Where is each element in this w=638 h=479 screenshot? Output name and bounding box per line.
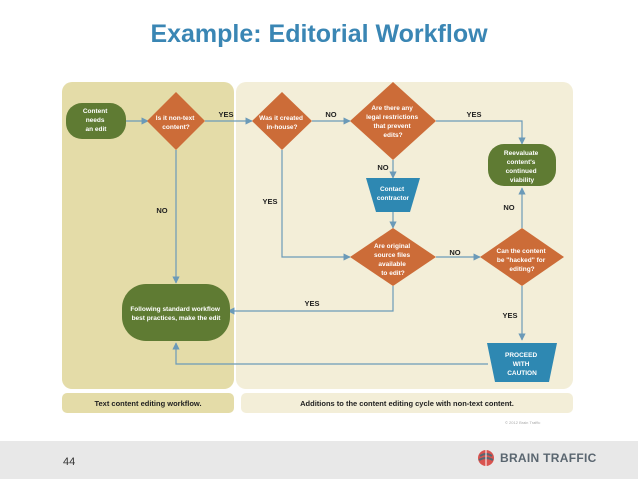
start-node (66, 103, 126, 139)
edge-label-inhouse-no: NO (325, 110, 336, 119)
edge-legal-yes (436, 120, 526, 145)
edge-label-legal-no: NO (377, 163, 388, 172)
decision-legal (350, 82, 436, 160)
nontext-label: Is it non-text content? (156, 115, 196, 131)
hacked-label: Can the content be "hacked" for editing? (497, 248, 548, 273)
edge-label-source-no: NO (449, 248, 460, 257)
proceed-label: PROCEED WITH CAUTION (505, 352, 539, 377)
reevaluate-label: Reevaluate content's continued viability (504, 150, 540, 184)
page-number: 44 (63, 456, 76, 468)
brand-logo: BRAIN TRAFFIC (477, 449, 597, 467)
brain-globe-icon (478, 450, 494, 466)
left-caption: Text content editing workflow. (94, 399, 201, 408)
workflow-diagram: Content needs an edit Is it non-text con… (62, 82, 573, 413)
legal-label: Are there any legal restrictions that pr… (366, 105, 420, 139)
connectors (126, 117, 526, 365)
decision-hacked (480, 228, 564, 286)
edge-label-legal-yes: YES (466, 110, 481, 119)
edge-label-nontext-no: NO (156, 206, 167, 215)
right-caption: Additions to the content editing cycle w… (300, 399, 514, 408)
edge-label-hacked-yes: YES (502, 311, 517, 320)
decision-nontext (147, 92, 205, 150)
standard-workflow-node (122, 284, 230, 341)
reevaluate-node (488, 144, 556, 186)
edge-label-source-yes: YES (304, 299, 319, 308)
edge-label-reevaluate-no: NO (503, 203, 514, 212)
contact-contractor-node (366, 178, 420, 212)
contact-label: Contact contractor (377, 186, 410, 202)
decision-source (350, 228, 436, 286)
decision-inhouse (252, 92, 312, 150)
edge-proceed-back (172, 342, 488, 365)
edge-label-inhouse-yes: YES (262, 197, 277, 206)
edge-inhouse-yes (281, 150, 351, 261)
start-label: Content needs an edit (83, 108, 109, 133)
brand-name: BRAIN TRAFFIC (500, 451, 597, 465)
edge-source-yes (227, 286, 394, 315)
footer-bar: 44 BRAIN TRAFFIC (0, 441, 638, 479)
copyright-text: © 2012 Brain Traffic (505, 420, 541, 425)
left-caption-box (62, 393, 234, 413)
standard-workflow-label: Following standard workflow best practic… (130, 306, 221, 322)
inhouse-label: Was it created in-house? (259, 115, 305, 131)
proceed-node (487, 343, 557, 382)
source-label: Are original source files available to e… (374, 243, 412, 277)
right-caption-box (241, 393, 573, 413)
edge-label-nontext-yes: YES (218, 110, 233, 119)
slide-title: Example: Editorial Workflow (150, 20, 488, 48)
